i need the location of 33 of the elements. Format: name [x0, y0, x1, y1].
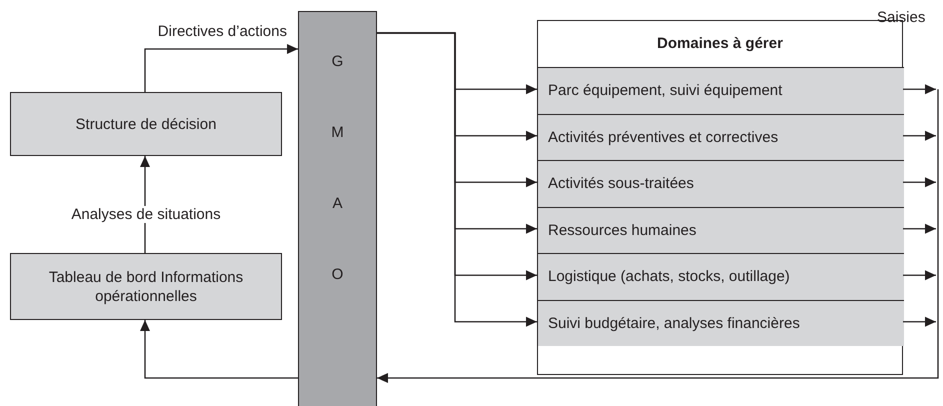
arrow — [903, 130, 936, 141]
box-label: Activités préventives et correctives — [548, 128, 778, 147]
arrow — [377, 89, 939, 383]
process-box — [10, 92, 282, 156]
arrow — [903, 177, 936, 188]
box-label: Parc équipement, suivi équipement — [548, 81, 782, 100]
box-label: Ressources humaines — [548, 220, 696, 240]
box-label: Tableau de bord Informations opérationnelles — [48, 268, 244, 306]
process-box — [538, 253, 904, 300]
arrow — [903, 270, 936, 280]
bar-letter: A — [332, 194, 342, 213]
panel-heading: Domaines à gérer — [657, 34, 783, 54]
box-label: Structure de décision — [76, 114, 216, 134]
arrow — [377, 32, 537, 327]
process-box — [538, 300, 904, 346]
bar-letter: G — [332, 52, 344, 71]
bar-letter: O — [332, 265, 344, 284]
system-bar — [298, 11, 377, 406]
process-box — [10, 253, 282, 320]
arrow — [903, 316, 936, 327]
box-label: Activités sous-traitées — [548, 174, 694, 194]
arrow — [903, 224, 936, 234]
edge-label: Analyses de situations — [71, 206, 221, 223]
arrow — [140, 320, 298, 379]
bar-letter: M — [331, 123, 344, 142]
process-box — [538, 206, 904, 253]
box-label: Suivi budgétaire, analyses financières — [548, 314, 800, 333]
box-label: Logistique (achats, stocks, outillage) — [548, 267, 790, 286]
arrow — [903, 84, 936, 94]
process-box — [538, 160, 904, 206]
process-box — [538, 67, 904, 114]
process-box — [538, 114, 904, 160]
arrow — [144, 44, 298, 92]
